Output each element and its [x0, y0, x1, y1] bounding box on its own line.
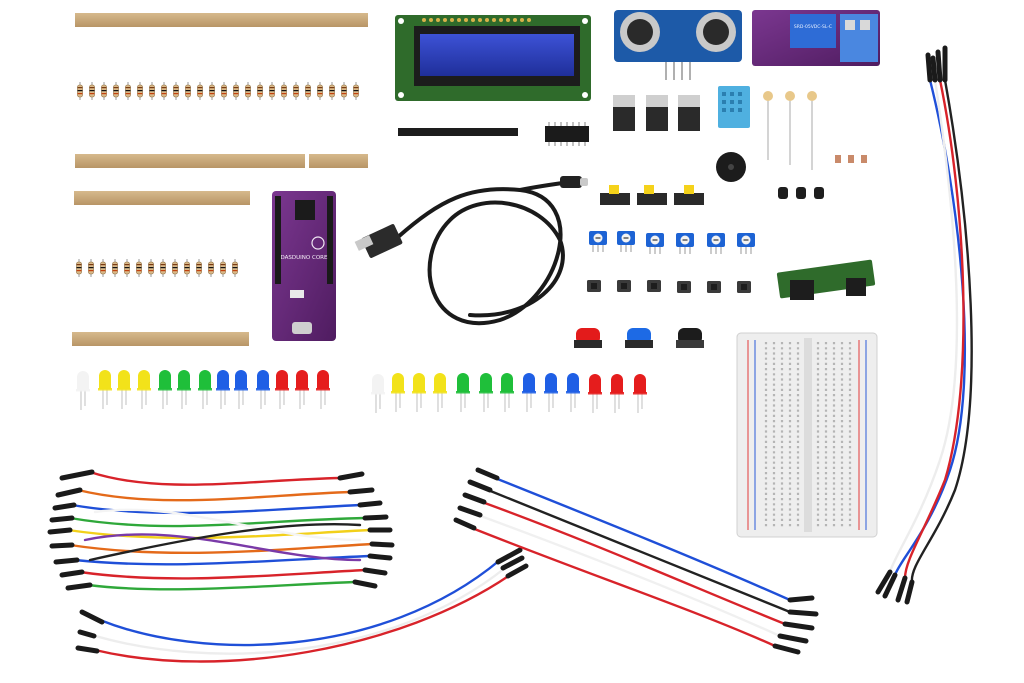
- pin-header: [398, 128, 518, 136]
- buzzer: [716, 152, 746, 182]
- loose-wire-pins-bottom-middle: [453, 467, 819, 655]
- potentiometers: [588, 230, 756, 255]
- resistor-tape-strips: [72, 13, 368, 346]
- slide-switches: [600, 185, 704, 205]
- jumper-wire-pins-right: [337, 471, 395, 589]
- photoresistors: [763, 91, 817, 170]
- resistor-row-bottom: [76, 258, 238, 278]
- loose-wire-pins-right: [875, 45, 948, 605]
- loose-wires-bottom-middle: [470, 476, 792, 648]
- push-button-caps: [574, 328, 704, 348]
- lcd-display: [395, 15, 591, 101]
- led-row-right: [370, 372, 648, 414]
- ultrasonic-sensor: [614, 10, 742, 80]
- relay-silkscreen-label: SRD-05VDC-SL-C: [794, 24, 832, 30]
- relay-module: SRD-05VDC-SL-C: [752, 10, 880, 66]
- ic-chip: [545, 122, 589, 146]
- loose-wire-pins-bottom-left: [75, 547, 529, 654]
- resistor-row-top: [77, 81, 359, 101]
- board-silkscreen-label: DASDUINO CORE: [281, 255, 328, 261]
- dht-sensor: [718, 86, 750, 128]
- sensor-module-green: [776, 259, 876, 300]
- transistors: [778, 187, 824, 199]
- dasduino-board: DASDUINO CORE: [272, 191, 336, 341]
- usb-c-plug: [560, 176, 588, 188]
- tactile-switches: [587, 280, 751, 293]
- jumper-wire-pins-left: [47, 469, 95, 591]
- loose-wires-bottom-left: [90, 558, 512, 663]
- voltage-regulators: [613, 95, 700, 131]
- loose-wires-right: [888, 78, 973, 584]
- breadboard: [736, 332, 878, 538]
- jumper-wire-bundle: [66, 470, 374, 591]
- usb-a-plug: [354, 224, 403, 258]
- diodes: [835, 155, 867, 163]
- led-row-left: [75, 369, 331, 411]
- usb-cable: [396, 180, 572, 325]
